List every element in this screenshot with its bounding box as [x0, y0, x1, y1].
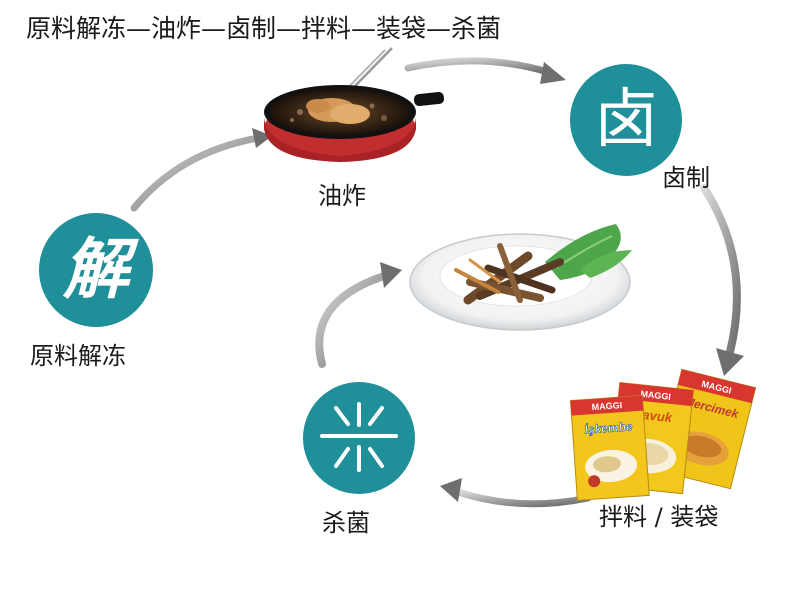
arrow-fry-to-marinate: [404, 57, 566, 84]
sterilization-icon: [320, 402, 398, 472]
arrow-marinate-to-mix: [700, 184, 744, 376]
thaw-step-icon: 解: [39, 213, 153, 327]
marinate-glyph: 卤: [594, 83, 658, 157]
fry-label: 油炸: [318, 182, 366, 210]
marinate-step-icon: 卤: [570, 64, 682, 176]
packet-brand: MAGGI: [640, 389, 671, 402]
thaw-label: 原料解冻: [30, 342, 126, 370]
arrow-thaw-to-fry: [130, 128, 272, 212]
process-title: 原料解冻—油炸—卤制—拌料—装袋—杀菌: [26, 14, 502, 43]
sterilize-label: 杀菌: [322, 509, 370, 537]
mix-pack-label: 拌料 / 装袋: [599, 503, 719, 531]
sterilize-step-icon: [303, 382, 415, 494]
seasoning-packets-icon: MAGGI Mercimek MAGGI Tavuk MAGGI İşkembe: [569, 368, 757, 501]
fish-dish-icon: [409, 224, 632, 331]
packet-brand: MAGGI: [591, 400, 622, 412]
frying-pan-icon: [264, 47, 445, 162]
thaw-glyph: 解: [63, 231, 129, 308]
marinate-label: 卤制: [662, 164, 710, 192]
arrow-mix-to-sterilize: [440, 478, 592, 508]
packet-name: İşkembe: [584, 418, 633, 436]
arrow-sterilize-to-dish: [315, 262, 402, 368]
